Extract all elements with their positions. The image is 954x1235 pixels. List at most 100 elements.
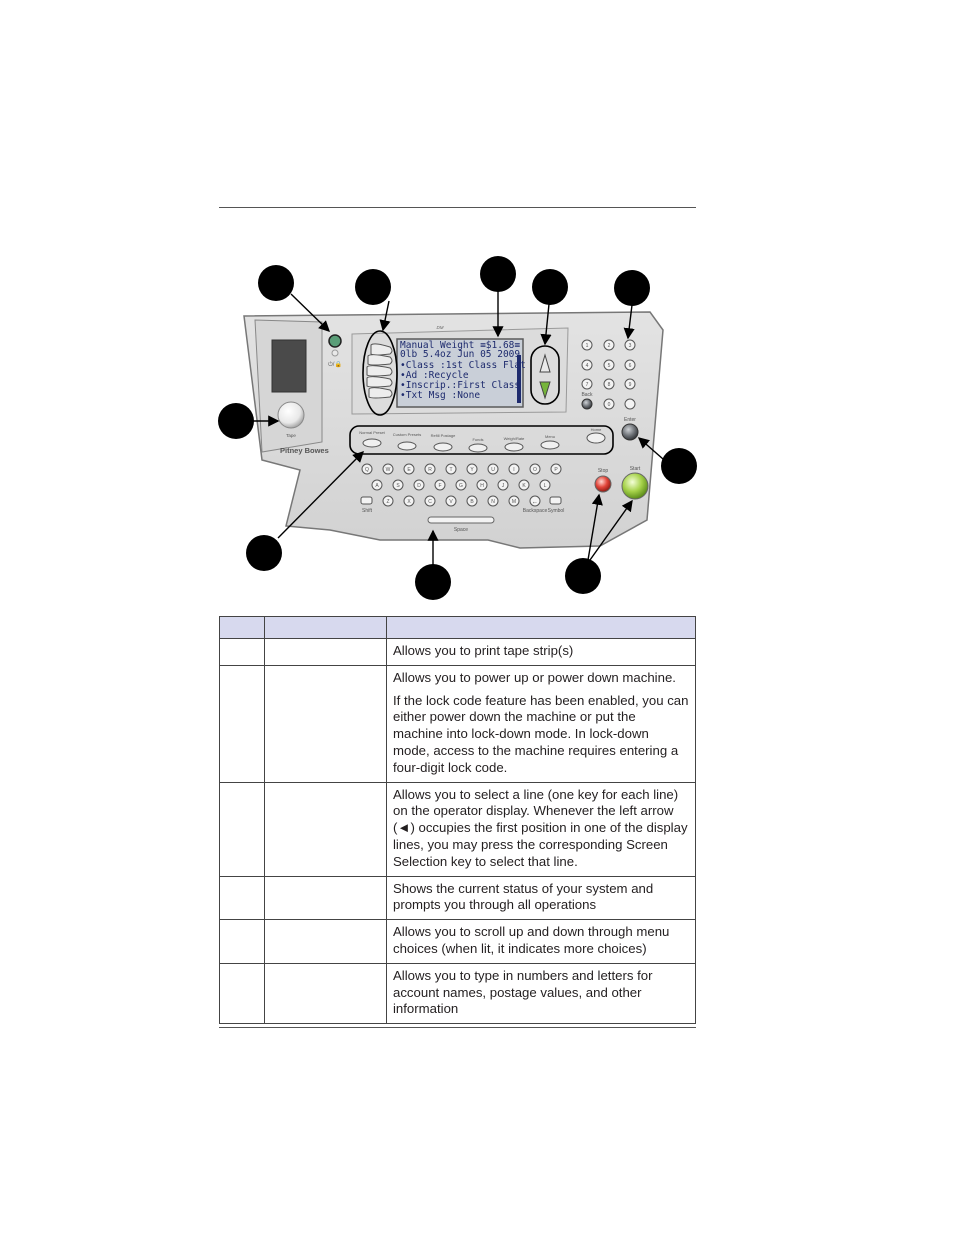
stop-button[interactable] bbox=[594, 475, 612, 493]
keyboard-key[interactable]: C bbox=[428, 499, 432, 505]
table-cell bbox=[219, 664, 265, 783]
alphanumeric-keyboard: Q W E R T Y U I O P A S D F G H J K L Sh… bbox=[360, 463, 565, 533]
soft-key-label[interactable]: Weigh/Rate bbox=[504, 436, 526, 441]
soft-key-label[interactable]: Funds bbox=[472, 437, 483, 442]
lcd-line-1: Manual Weight ≡$1.68≡ bbox=[400, 340, 520, 351]
keyboard-key[interactable]: O bbox=[533, 467, 537, 473]
shift-key[interactable] bbox=[360, 496, 373, 505]
scroll-up-key[interactable] bbox=[539, 353, 551, 373]
soft-keys-highlight bbox=[349, 425, 614, 455]
description-cell: Allows you to select a line (one key for… bbox=[386, 781, 696, 877]
soft-key-label[interactable]: Custom Presets bbox=[393, 432, 421, 437]
keyboard-key[interactable]: J bbox=[502, 483, 505, 489]
table-cell bbox=[219, 875, 265, 921]
keyboard-key[interactable]: M bbox=[512, 499, 516, 505]
back-label: Back bbox=[581, 392, 593, 398]
keypad-key[interactable]: 1 bbox=[586, 343, 589, 349]
lock-indicator bbox=[331, 349, 339, 357]
shift-label: Shift bbox=[362, 508, 373, 514]
symbol-label: Symbol bbox=[548, 508, 565, 514]
table-cell bbox=[219, 781, 265, 877]
table-row: Allows you to select a line (one key for… bbox=[219, 781, 696, 877]
scroll-down-key[interactable] bbox=[539, 381, 551, 400]
backspace-key[interactable] bbox=[529, 495, 541, 507]
keyboard-key[interactable]: F bbox=[438, 483, 441, 489]
callout-marker bbox=[661, 448, 697, 484]
top-rule bbox=[219, 207, 696, 208]
start-button[interactable] bbox=[621, 472, 649, 500]
keyboard-key[interactable]: L bbox=[544, 483, 547, 489]
description-cell: Shows the current status of your system … bbox=[386, 875, 696, 921]
keyboard-key[interactable]: Y bbox=[470, 467, 474, 473]
keyboard-key[interactable]: X bbox=[407, 499, 411, 505]
callout-marker bbox=[218, 403, 254, 439]
keypad-key[interactable]: 9 bbox=[629, 382, 632, 388]
symbol-key[interactable] bbox=[549, 496, 562, 505]
home-label[interactable]: Home bbox=[591, 427, 602, 432]
table-row: Allows you to scroll up and down through… bbox=[219, 919, 696, 964]
keyboard-key[interactable]: E bbox=[407, 467, 411, 473]
power-button[interactable] bbox=[328, 334, 342, 348]
backspace-label: Backspace bbox=[523, 508, 548, 514]
keypad-key[interactable]: 2 bbox=[608, 343, 611, 349]
lcd-line-3: •Class :1st Class Flat bbox=[400, 360, 526, 371]
keyboard-key[interactable]: V bbox=[449, 499, 453, 505]
keyboard-key[interactable]: T bbox=[449, 467, 452, 473]
callouts bbox=[253, 289, 664, 566]
keyboard-key[interactable]: D bbox=[417, 483, 421, 489]
callout-markers bbox=[218, 256, 697, 600]
lcd-line-4: •Ad :Recycle bbox=[400, 370, 469, 381]
callout-marker bbox=[480, 256, 516, 292]
table-header-row bbox=[219, 616, 696, 639]
keyboard-key[interactable]: Z bbox=[386, 499, 389, 505]
soft-key-label[interactable]: Menu bbox=[545, 434, 555, 439]
back-button[interactable] bbox=[581, 398, 593, 410]
table-header-cell bbox=[264, 616, 387, 639]
keyboard-key[interactable]: S bbox=[396, 483, 400, 489]
lcd-line-6: •Txt Msg :None bbox=[400, 390, 480, 401]
keyboard-key[interactable]: G bbox=[459, 483, 463, 489]
callout-marker bbox=[415, 564, 451, 600]
description-text: Allows you to type in numbers and letter… bbox=[393, 967, 653, 1017]
model-logo: DM bbox=[437, 325, 444, 330]
table-cell bbox=[219, 638, 265, 666]
table-row: Allows you to type in numbers and letter… bbox=[219, 962, 696, 1025]
keypad-key[interactable]: 3 bbox=[629, 343, 632, 349]
power-label: ⏻/🔒 bbox=[328, 360, 342, 368]
soft-key-label[interactable]: Refill Postage bbox=[431, 433, 456, 438]
callout-marker bbox=[246, 535, 282, 571]
keypad-key[interactable]: 5 bbox=[608, 363, 611, 369]
space-bar[interactable] bbox=[427, 516, 495, 524]
keyboard-key[interactable]: I bbox=[513, 467, 514, 473]
description-text: Allows you to print tape strip(s) bbox=[393, 643, 574, 658]
keyboard-key[interactable]: K bbox=[522, 483, 526, 489]
start-label: Start bbox=[630, 466, 641, 472]
keyboard-key[interactable]: B bbox=[470, 499, 474, 505]
keyboard-key[interactable]: A bbox=[375, 483, 379, 489]
keypad-key[interactable]: 7 bbox=[586, 382, 589, 388]
lcd-line-2: 0lb 5.4oz Jun 05 2009 bbox=[400, 349, 520, 360]
tape-button[interactable] bbox=[277, 401, 305, 429]
keyboard-key[interactable]: U bbox=[491, 467, 495, 473]
enter-button[interactable] bbox=[621, 423, 639, 441]
keyboard-key[interactable]: W bbox=[386, 467, 391, 473]
keyboard-key[interactable]: N bbox=[491, 499, 495, 505]
keyboard-key[interactable]: H bbox=[480, 483, 484, 489]
display-scrollbar bbox=[517, 355, 521, 403]
keypad-key[interactable]: 6 bbox=[629, 363, 632, 369]
soft-keys: Normal Preset Custom Presets Refill Post… bbox=[359, 427, 606, 453]
brand-logo: Pitney Bowes bbox=[280, 446, 329, 455]
keyboard-key[interactable]: Q bbox=[365, 467, 369, 473]
callout-marker bbox=[355, 269, 391, 305]
description-cell: Allows you to scroll up and down through… bbox=[386, 919, 696, 964]
keypad-key[interactable]: 8 bbox=[608, 382, 611, 388]
callout-marker bbox=[258, 265, 294, 301]
table-cell bbox=[264, 638, 387, 666]
keyboard-key[interactable]: P bbox=[554, 467, 558, 473]
keypad-key[interactable]: 4 bbox=[586, 363, 589, 369]
keyboard-key[interactable]: R bbox=[428, 467, 432, 473]
soft-key-label[interactable]: Normal Preset bbox=[359, 430, 385, 435]
keypad-key[interactable]: 0 bbox=[608, 402, 611, 408]
numeric-keypad: 1 2 3 4 5 6 7 8 9 0 Back bbox=[581, 339, 636, 410]
callout-marker bbox=[532, 269, 568, 305]
